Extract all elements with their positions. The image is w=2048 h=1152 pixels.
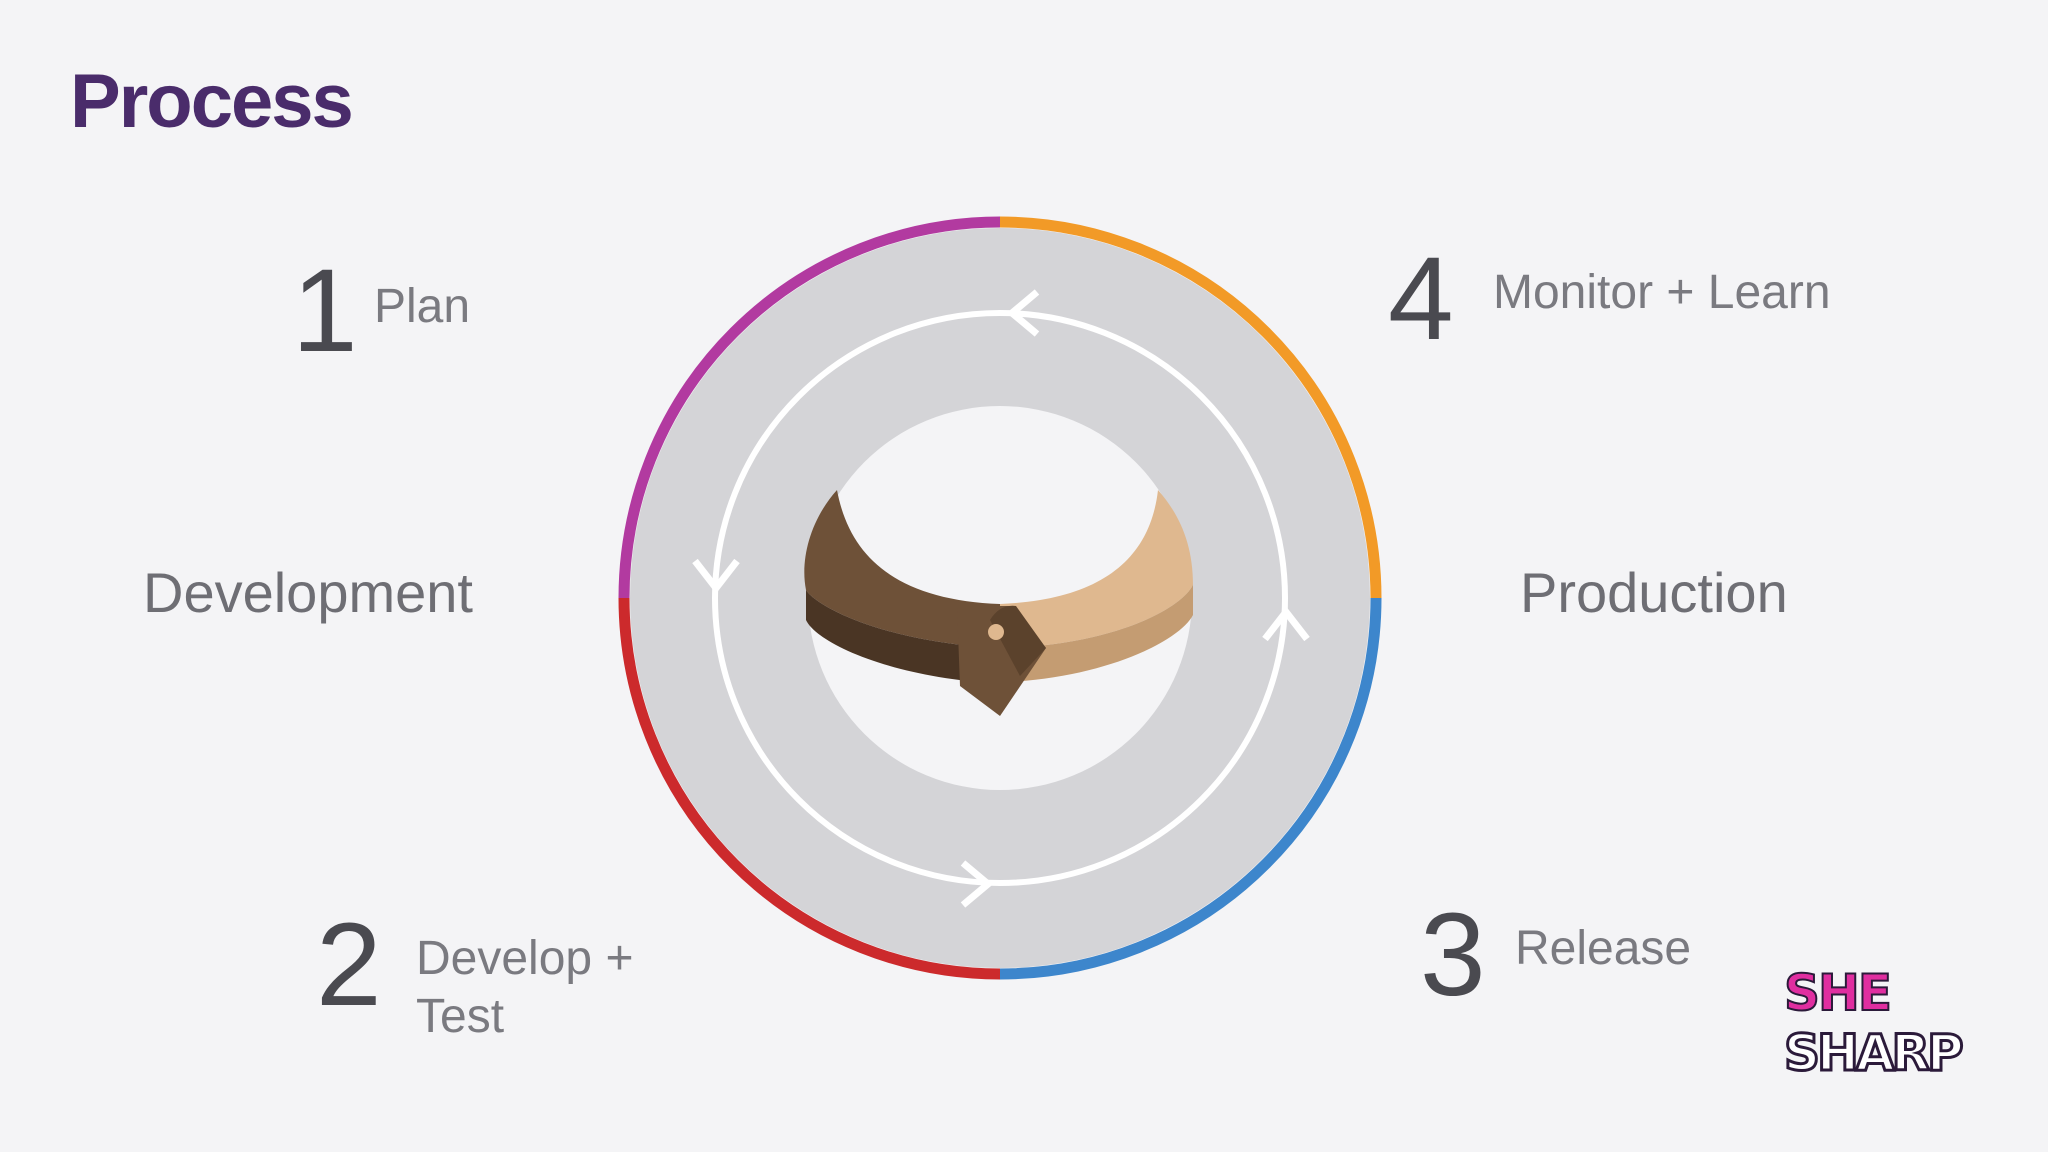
step-3-number: 3 [1420, 889, 1486, 1021]
logo-line-2: SHARP [1784, 1024, 1962, 1076]
step-1-label: Plan [374, 280, 471, 333]
arc-develop [618, 597, 1001, 980]
she-sharp-logo: SHE SHARP [1783, 963, 1967, 1076]
step-1-number: 1 [292, 245, 358, 377]
step-2-number: 2 [316, 899, 382, 1031]
step-4-label: Monitor + Learn [1493, 266, 1831, 319]
cycle-track [712, 310, 1288, 886]
handshake-icon [804, 490, 1193, 716]
phase-production: Production [1520, 561, 1788, 624]
phase-development: Development [143, 561, 473, 624]
page-title: Process [70, 59, 354, 144]
step-2-label: Develop + Test [416, 932, 634, 1043]
arc-monitor [999, 216, 1382, 599]
arc-plan [618, 216, 1001, 599]
step-3-label: Release [1515, 922, 1692, 975]
inner-circle [808, 406, 1192, 790]
arc-release [999, 597, 1382, 980]
logo-line-1: SHE [1784, 964, 1890, 1022]
step-4-number: 4 [1388, 233, 1454, 365]
cycle-arrow-icon [692, 289, 1310, 908]
